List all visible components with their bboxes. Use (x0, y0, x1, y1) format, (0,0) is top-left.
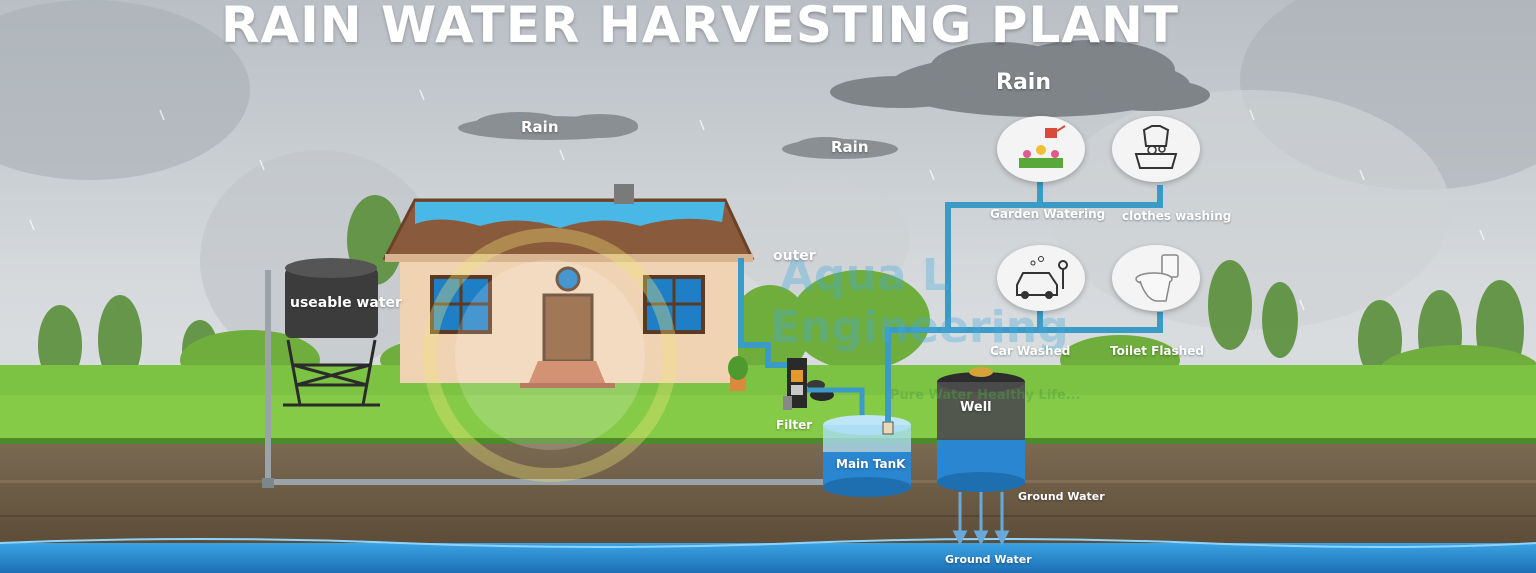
toilet-flashed-circle (1112, 245, 1200, 311)
main-tank (823, 415, 911, 497)
house (382, 184, 755, 388)
watermark-line2: Engineering (770, 302, 1069, 353)
cloud-label-middle: Rain (831, 138, 869, 156)
cloud-middle (782, 137, 898, 159)
cloud-label-right: Rain (996, 70, 1051, 95)
well (937, 367, 1025, 492)
outer-label: outer (773, 248, 816, 264)
clothes-washing-circle (1112, 116, 1200, 182)
page-title: RAIN WATER HARVESTING PLANT (220, 0, 1179, 54)
garden-watering-circle (997, 116, 1085, 182)
cloud-label-left: Rain (521, 118, 559, 136)
ground-water-label-bottom: Ground Water (945, 553, 1032, 566)
main-tank-label: Main TanK (836, 457, 906, 471)
ground-water-layer (0, 543, 1536, 573)
useable-water-tank (283, 258, 380, 407)
watermark-line1: Aqua L (780, 250, 950, 301)
watermark-tagline: Pure Water Healthy Life... (890, 388, 1081, 403)
filter (783, 358, 834, 410)
cloud-left (458, 112, 638, 140)
filter-label: Filter (776, 418, 813, 432)
use-label-car-washed: Car Washed (990, 344, 1071, 358)
car-wash-icon (1016, 256, 1068, 299)
car-washed-circle (997, 245, 1085, 311)
distribution-pipe (885, 180, 1163, 422)
well-label: Well (960, 400, 992, 415)
toilet-icon (1135, 254, 1179, 302)
use-label-toilet-flashed: Toilet Flashed (1110, 344, 1204, 358)
soil (0, 444, 1536, 554)
garden-icon (1019, 125, 1066, 168)
use-label-garden-watering: Garden Watering (990, 207, 1106, 221)
useable-water-label: useable water (290, 295, 402, 311)
ground-water-label-right: Ground Water (1018, 490, 1105, 503)
cloud-right (830, 40, 1210, 117)
laundry-icon (1134, 125, 1178, 169)
use-label-clothes-washing: clothes washing (1122, 209, 1232, 223)
